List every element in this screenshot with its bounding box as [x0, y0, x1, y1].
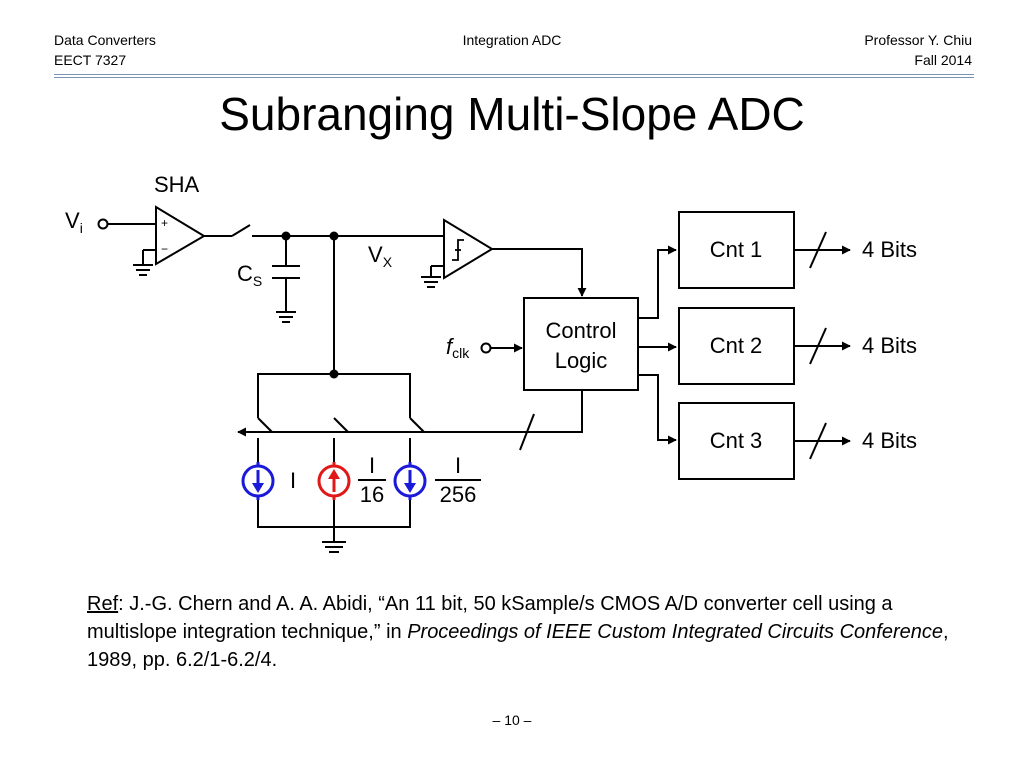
counter-2-label: Cnt 2	[710, 333, 763, 358]
sha-opamp	[155, 205, 206, 266]
control-label-1: Control	[546, 318, 617, 343]
header-right: Professor Y. Chiu Fall 2014	[864, 30, 972, 70]
sha-plus-sign: +	[161, 216, 168, 230]
current-i256-numerator: I	[455, 453, 461, 478]
counter-1-block	[678, 211, 795, 289]
header-rule-2	[54, 77, 974, 78]
cs-label: CS	[237, 261, 262, 289]
professor-name: Professor Y. Chiu	[864, 32, 972, 48]
fclk-label: fclk	[446, 334, 470, 361]
sha-minus-sign: −	[161, 242, 168, 256]
counter-1-label: Cnt 1	[710, 237, 763, 262]
vi-terminal	[97, 218, 109, 230]
control-logic-block	[523, 297, 639, 391]
reference-text: : J.-G. Chern and A. A. Abidi, “An 11 bi…	[87, 593, 893, 643]
counter-3-block	[678, 402, 795, 480]
header-left: Data Converters EECT 7327	[54, 30, 156, 70]
vx-label: VX	[368, 242, 393, 270]
header-rule	[54, 74, 974, 75]
bits-label-3: 4 Bits	[862, 428, 917, 453]
course-code: EECT 7327	[54, 52, 127, 68]
counter-3-label: Cnt 3	[710, 428, 763, 453]
current-source-i256	[393, 462, 427, 500]
current-source-i	[241, 462, 275, 500]
bits-label-2: 4 Bits	[862, 333, 917, 358]
current-i16-denominator: 16	[360, 482, 384, 507]
current-i16-numerator: I	[369, 453, 375, 478]
page-number: – 10 –	[492, 712, 532, 728]
current-i-label: I	[290, 468, 296, 493]
vi-label: Vi	[65, 208, 83, 236]
reference-venue: Proceedings of IEEE Custom Integrated Ci…	[407, 621, 944, 643]
header-topic: Integration ADC	[462, 32, 562, 48]
current-i256-denominator: 256	[440, 482, 477, 507]
current-source-i16	[317, 462, 351, 500]
course-name: Data Converters	[54, 32, 156, 48]
sha-label: SHA	[154, 172, 200, 197]
sample-switch	[231, 224, 251, 237]
reference-tail: , 1989, pp. 6.2/1-6.2/4.	[87, 621, 949, 671]
reference-label: Ref	[87, 593, 119, 615]
comparator	[443, 218, 494, 280]
slide-title: Subranging Multi-Slope ADC	[219, 88, 805, 140]
control-label-2: Logic	[555, 348, 608, 373]
fclk-terminal	[480, 342, 492, 354]
bits-label-1: 4 Bits	[862, 237, 917, 262]
reference: Ref: J.-G. Chern and A. A. Abidi, “An 11…	[87, 590, 967, 674]
semester: Fall 2014	[914, 52, 972, 68]
